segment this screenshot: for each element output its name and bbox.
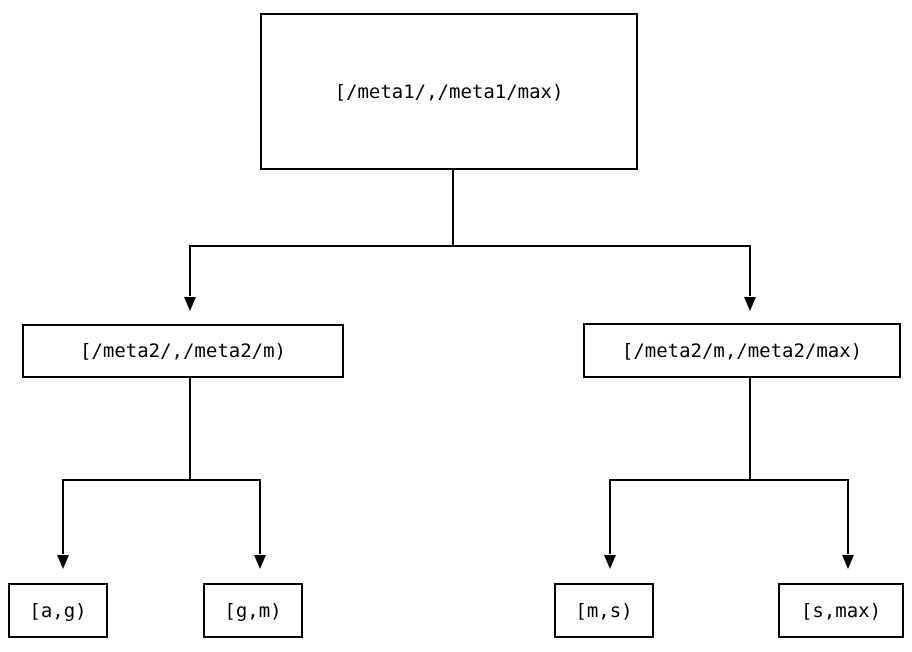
leaf-g-m-label: [g,m) — [224, 599, 282, 622]
leaf-s-max-label: [s,max) — [800, 599, 882, 622]
leaf-m-s-label: [m,s) — [575, 599, 633, 622]
node-root-meta1-label: [/meta1/,/meta1/max) — [334, 80, 564, 103]
node-root-meta1: [/meta1/,/meta1/max) — [260, 13, 638, 170]
leaf-a-g-label: [a,g) — [29, 599, 87, 622]
leaf-g-m: [g,m) — [203, 583, 303, 638]
leaf-s-max: [s,max) — [778, 583, 904, 638]
arrowhead-left-leaf2 — [254, 555, 266, 569]
node-meta2-right-label: [/meta2/m,/meta2/max) — [621, 339, 863, 362]
node-meta2-left: [/meta2/,/meta2/m) — [22, 324, 344, 378]
leaf-a-g: [a,g) — [8, 583, 108, 638]
arrowhead-root-left — [184, 297, 196, 311]
arrowhead-right-leaf2 — [842, 555, 854, 569]
arrowhead-left-leaf1 — [57, 555, 69, 569]
arrowhead-root-right — [744, 297, 756, 311]
node-meta2-left-label: [/meta2/,/meta2/m) — [80, 340, 286, 362]
arrowhead-right-leaf1 — [604, 555, 616, 569]
leaf-m-s: [m,s) — [554, 583, 654, 638]
node-meta2-right: [/meta2/m,/meta2/max) — [583, 323, 901, 378]
